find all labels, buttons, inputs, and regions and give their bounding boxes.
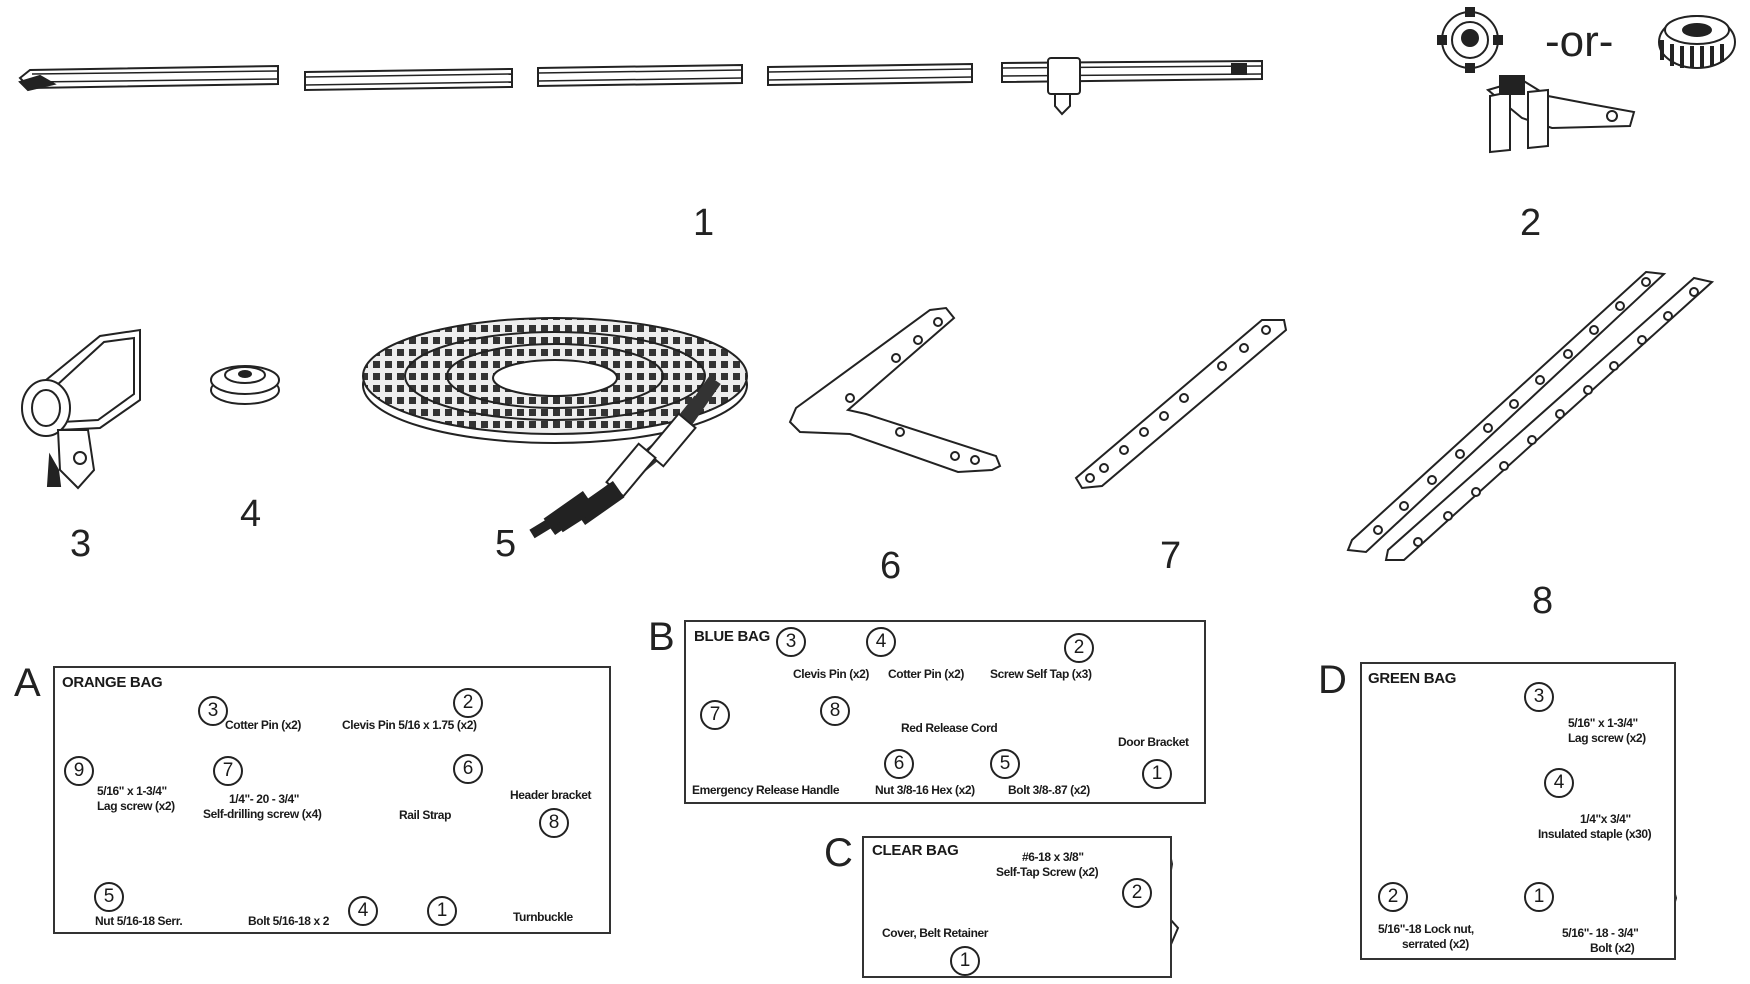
callout-rail-strap: 6	[453, 754, 483, 784]
bag-letter-c: C	[824, 831, 853, 875]
callout-self-tap-screw: 2	[1122, 878, 1152, 908]
bag-title: CLEAR BAG	[872, 842, 959, 859]
callout-release-handle: 7	[700, 700, 730, 730]
callout-clevis-pin: 2	[453, 688, 483, 718]
label-rail-strap: Rail Strap	[399, 808, 452, 822]
green-bag-panel: GREEN BAG 3 5/16" x 1-3/4" Lag screw (x2…	[1360, 662, 1676, 960]
label-header-bracket: Header bracket	[510, 788, 592, 802]
part-number-6: 6	[880, 545, 902, 587]
label-self-tap-size: #6-18 x 3/8"	[1022, 850, 1084, 864]
bag-title: GREEN BAG	[1368, 670, 1457, 687]
or-separator: -or-	[1545, 17, 1614, 66]
label-turnbuckle: Turnbuckle	[513, 910, 573, 924]
callout-belt-cover: 1	[950, 946, 980, 976]
callout-cotter-pin: 4	[866, 627, 896, 657]
callout-nut: 5	[94, 882, 124, 912]
callout-turnbuckle: 1	[427, 896, 457, 926]
label-self-drilling-size: 1/4"- 20 - 3/4"	[229, 792, 300, 806]
straight-strap	[1074, 319, 1288, 490]
label-bolt: Bolt (x2)	[1590, 941, 1635, 955]
bag-letter-a: A	[14, 661, 41, 705]
label-release-handle: Emergency Release Handle	[692, 783, 840, 797]
callout-screw: 2	[1064, 633, 1094, 663]
drive-belt	[362, 317, 748, 539]
orange-bag-panel: ORANGE BAG 3 Cotter Pin (x2) 2 Clevis Pi…	[53, 666, 611, 934]
part-number-2: 2	[1520, 202, 1542, 244]
label-lock-nut-serrated: serrated (x2)	[1402, 937, 1469, 951]
callout-lock-nut: 2	[1378, 882, 1408, 912]
label-self-tap-screw: Self-Tap Screw (x2)	[996, 865, 1099, 879]
idler-pulley	[210, 365, 280, 405]
trolley	[21, 328, 141, 490]
bag-letter-b: B	[648, 615, 675, 659]
label-bolt: Bolt 3/8-.87 (x2)	[1008, 783, 1090, 797]
label-lag-screw: Lag screw (x2)	[97, 799, 175, 813]
callout-staple: 4	[1544, 768, 1574, 798]
callout-release-cord: 8	[820, 696, 850, 726]
label-hex-nut: Nut 3/8-16 Hex (x2)	[875, 783, 975, 797]
bag-title: BLUE BAG	[694, 628, 770, 645]
bag-letter-d: D	[1318, 658, 1347, 702]
label-screw: Screw Self Tap (x3)	[990, 667, 1092, 681]
label-staple-size: 1/4"x 3/4"	[1580, 812, 1631, 826]
sprocket-pulley-bracket	[1437, 7, 1736, 154]
label-release-cord: Red Release Cord	[901, 721, 998, 735]
callout-header-bracket: 8	[539, 808, 569, 838]
angle-bracket	[788, 306, 1002, 474]
part-number-1: 1	[693, 202, 715, 244]
part-number-8: 8	[1532, 580, 1554, 622]
label-lag-screw-size: 5/16" x 1-3/4"	[97, 784, 167, 798]
label-bolt: Bolt 5/16-18 x 2	[248, 914, 329, 928]
callout-self-drilling-screw: 7	[213, 756, 243, 786]
callout-bolt: 1	[1524, 882, 1554, 912]
callout-hex-nut: 6	[884, 749, 914, 779]
callout-lag-screw: 9	[64, 756, 94, 786]
label-door-bracket: Door Bracket	[1118, 735, 1189, 749]
long-straps	[1346, 270, 1715, 561]
label-cotter-pin: Cotter Pin (x2)	[888, 667, 965, 681]
callout-bolt: 4	[348, 896, 378, 926]
label-nut: Nut 5/16-18 Serr.	[95, 914, 183, 928]
label-clevis-pin: Clevis Pin (x2)	[793, 667, 870, 681]
label-self-drilling-screw: Self-drilling screw (x4)	[203, 807, 322, 821]
part-number-4: 4	[240, 493, 262, 535]
label-lag-screw: Lag screw (x2)	[1568, 731, 1646, 745]
part-number-3: 3	[70, 523, 92, 565]
bag-title: ORANGE BAG	[62, 674, 163, 691]
part-number-5: 5	[495, 523, 517, 565]
callout-clevis-pin: 3	[776, 627, 806, 657]
callout-cotter-pin: 3	[198, 696, 228, 726]
label-cotter-pin: Cotter Pin (x2)	[225, 718, 302, 732]
label-belt-cover: Cover, Belt Retainer	[882, 926, 989, 940]
label-staple: Insulated staple (x30)	[1538, 827, 1652, 841]
clear-bag-panel: CLEAR BAG #6-18 x 3/8" Self-Tap Screw (x…	[862, 836, 1172, 978]
callout-lag-screw: 3	[1524, 682, 1554, 712]
part-number-7: 7	[1160, 535, 1182, 577]
callout-door-bracket: 1	[1142, 759, 1172, 789]
rail-assembly	[18, 57, 1263, 116]
label-clevis-pin: Clevis Pin 5/16 x 1.75 (x2)	[342, 718, 477, 732]
blue-bag-panel: BLUE BAG 3 Clevis Pin (x2) 4 Cotter Pin …	[684, 620, 1206, 804]
callout-bolt: 5	[990, 749, 1020, 779]
label-lock-nut: 5/16"-18 Lock nut,	[1378, 922, 1474, 936]
label-bolt-size: 5/16"- 18 - 3/4"	[1562, 926, 1639, 940]
label-lag-screw-size: 5/16" x 1-3/4"	[1568, 716, 1638, 730]
